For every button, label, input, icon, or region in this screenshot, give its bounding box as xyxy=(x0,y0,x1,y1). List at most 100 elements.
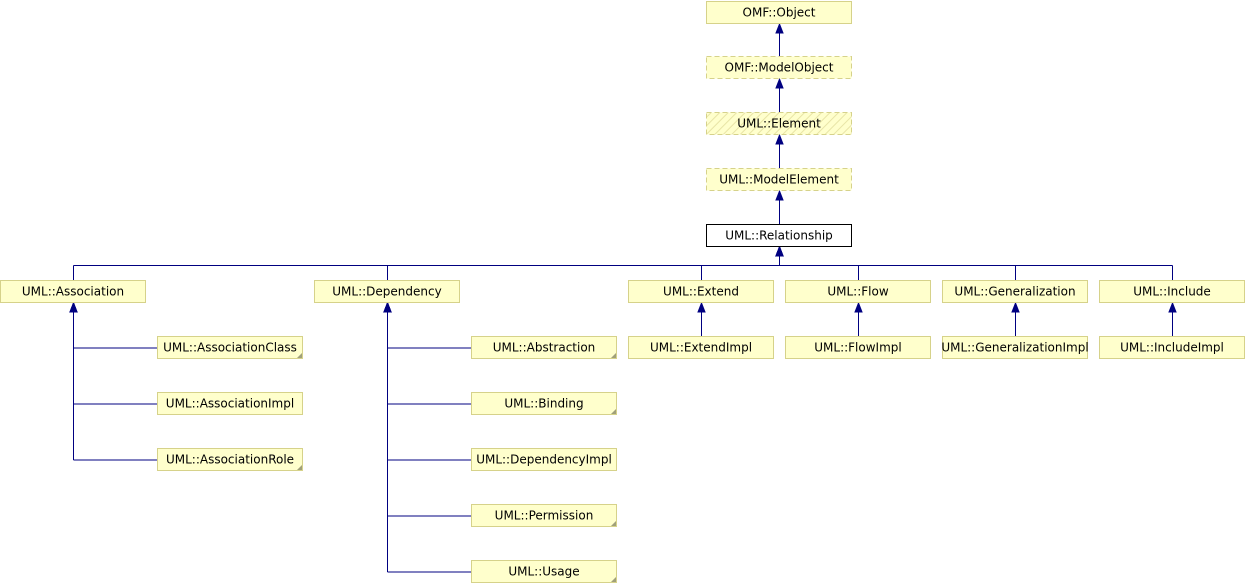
inheritance-edge xyxy=(383,301,471,405)
arrow-head xyxy=(1168,301,1177,313)
node-label: UML::Binding xyxy=(504,397,583,411)
class-node-uml-association[interactable]: UML::Association xyxy=(0,280,146,303)
node-box xyxy=(157,448,303,471)
arrow-head xyxy=(775,245,784,257)
node-label: OMF::ModelObject xyxy=(725,61,834,75)
class-node-uml-abstraction[interactable]: UML::Abstraction xyxy=(471,336,617,359)
inheritance-edge xyxy=(1168,301,1177,336)
node-box xyxy=(942,336,1088,359)
node-label: UML::IncludeImpl xyxy=(1120,341,1224,355)
class-node-uml-relationship[interactable]: UML::Relationship xyxy=(706,224,852,247)
node-label: UML::Generalization xyxy=(954,285,1075,299)
inheritance-edge xyxy=(775,22,784,56)
node-label: UML::AssociationRole xyxy=(166,453,294,467)
node-box xyxy=(314,280,460,303)
node-box xyxy=(706,112,852,135)
node-label: UML::FlowImpl xyxy=(814,341,901,355)
node-label: UML::ModelElement xyxy=(719,173,839,187)
inheritance-edge xyxy=(854,301,863,336)
node-box xyxy=(471,448,617,471)
class-node-uml-generalizationimpl[interactable]: UML::GeneralizationImpl xyxy=(941,336,1089,359)
corner-marker xyxy=(611,409,616,414)
node-box xyxy=(706,224,852,247)
node-label: UML::GeneralizationImpl xyxy=(941,341,1088,355)
corner-marker xyxy=(297,353,302,358)
node-label: OMF::Object xyxy=(743,6,816,20)
class-node-uml-associationclass[interactable]: UML::AssociationClass xyxy=(157,336,303,359)
class-node-uml-usage[interactable]: UML::Usage xyxy=(471,560,617,583)
class-node-uml-generalization[interactable]: UML::Generalization xyxy=(942,280,1088,303)
node-box xyxy=(785,336,931,359)
node-box xyxy=(706,168,852,191)
inheritance-edge xyxy=(383,301,471,349)
node-box xyxy=(628,336,774,359)
edges-layer xyxy=(69,22,1177,573)
node-box xyxy=(0,280,146,303)
arrow-head xyxy=(775,133,784,145)
inheritance-edge xyxy=(387,245,784,280)
arrow-head xyxy=(697,301,706,313)
node-label: UML::Flow xyxy=(827,285,888,299)
inheritance-edge xyxy=(701,245,784,280)
inheritance-edge xyxy=(775,245,1173,280)
inheritance-edge xyxy=(775,245,859,280)
node-label: UML::Abstraction xyxy=(493,341,596,355)
node-box xyxy=(706,1,852,24)
arrow-head xyxy=(854,301,863,313)
arrow-head xyxy=(775,77,784,89)
node-box xyxy=(1099,336,1245,359)
inheritance-edge xyxy=(1011,301,1020,336)
class-node-uml-includeimpl[interactable]: UML::IncludeImpl xyxy=(1099,336,1245,359)
node-label: UML::Permission xyxy=(495,509,594,523)
node-box xyxy=(471,560,617,583)
class-node-uml-extend[interactable]: UML::Extend xyxy=(628,280,774,303)
arrow-head xyxy=(69,301,78,313)
arrow-head xyxy=(775,189,784,201)
inheritance-edge xyxy=(69,301,157,349)
arrow-head xyxy=(383,301,392,313)
node-box xyxy=(471,336,617,359)
corner-marker xyxy=(611,521,616,526)
node-box xyxy=(942,280,1088,303)
class-node-uml-extendimpl[interactable]: UML::ExtendImpl xyxy=(628,336,774,359)
node-label: UML::Include xyxy=(1133,285,1211,299)
class-node-uml-dependencyimpl[interactable]: UML::DependencyImpl xyxy=(471,448,617,471)
class-node-uml-permission[interactable]: UML::Permission xyxy=(471,504,617,527)
class-node-uml-flowimpl[interactable]: UML::FlowImpl xyxy=(785,336,931,359)
inheritance-edge xyxy=(383,301,471,573)
corner-marker xyxy=(611,353,616,358)
class-node-uml-dependency[interactable]: UML::Dependency xyxy=(314,280,460,303)
node-box xyxy=(1099,280,1245,303)
node-box xyxy=(785,280,931,303)
class-node-uml-binding[interactable]: UML::Binding xyxy=(471,392,617,415)
class-node-omf-object[interactable]: OMF::Object xyxy=(706,1,852,24)
inheritance-edge xyxy=(775,133,784,168)
class-node-uml-associationrole[interactable]: UML::AssociationRole xyxy=(157,448,303,471)
node-label: UML::DependencyImpl xyxy=(476,453,612,467)
inheritance-edge xyxy=(69,301,157,405)
inheritance-edge xyxy=(73,245,784,280)
node-box xyxy=(157,392,303,415)
corner-marker xyxy=(297,465,302,470)
class-node-omf-modelobject[interactable]: OMF::ModelObject xyxy=(706,56,852,79)
inheritance-edge xyxy=(383,301,471,517)
node-label: UML::Association xyxy=(22,285,124,299)
node-box xyxy=(471,504,617,527)
inheritance-edge xyxy=(69,301,157,461)
class-node-uml-modelelement[interactable]: UML::ModelElement xyxy=(706,168,852,191)
inheritance-edge xyxy=(697,301,706,336)
class-node-uml-element[interactable]: UML::Element xyxy=(706,112,852,135)
node-label: UML::ExtendImpl xyxy=(650,341,752,355)
node-label: UML::Element xyxy=(737,117,821,131)
inheritance-edge xyxy=(775,245,1016,280)
node-label: UML::AssociationClass xyxy=(163,341,297,355)
node-box xyxy=(706,56,852,79)
node-box xyxy=(628,280,774,303)
node-box xyxy=(157,336,303,359)
node-label: UML::Relationship xyxy=(725,229,833,243)
class-node-uml-associationimpl[interactable]: UML::AssociationImpl xyxy=(157,392,303,415)
class-node-uml-flow[interactable]: UML::Flow xyxy=(785,280,931,303)
class-node-uml-include[interactable]: UML::Include xyxy=(1099,280,1245,303)
